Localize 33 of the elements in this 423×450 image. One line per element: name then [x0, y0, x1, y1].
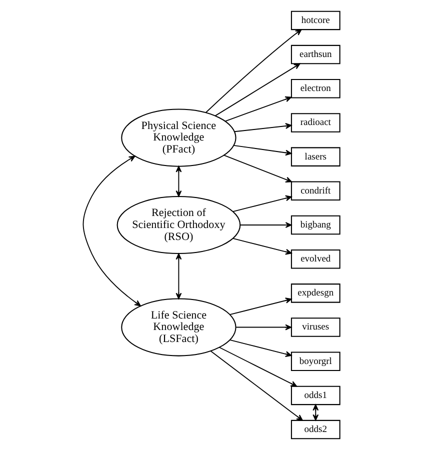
- node-ellipse: Physical Science Knowledge (PFact): [121, 108, 236, 167]
- arrow: [214, 63, 300, 116]
- arrow: [224, 154, 292, 182]
- node-box: evolved: [290, 249, 340, 269]
- arrow: [82, 156, 141, 306]
- arrow: [176, 253, 182, 300]
- node-box: boyorgrl: [290, 352, 340, 371]
- arrow: [210, 350, 303, 421]
- arrow: [218, 346, 298, 387]
- node-box: radioact: [290, 113, 340, 132]
- arrow: [224, 96, 292, 122]
- arrow: [176, 166, 182, 197]
- arrow: [236, 324, 292, 330]
- node-box: viruses: [290, 318, 340, 337]
- node-box: bigbang: [290, 215, 340, 235]
- arrow: [312, 404, 319, 421]
- node-box: odds1: [290, 386, 340, 406]
- node-box: electron: [290, 79, 340, 98]
- arrow: [229, 298, 292, 316]
- arrow: [240, 222, 292, 228]
- node-box: expdesgn: [290, 284, 340, 303]
- node-box: odds2: [290, 420, 340, 440]
- node-box: condrift: [290, 181, 340, 201]
- node-box: hotcore: [290, 10, 340, 30]
- arrow: [234, 123, 292, 132]
- node-ellipse: Rejection of Scientific Orthodoxy (RSO): [116, 196, 241, 254]
- node-box: lasers: [290, 147, 340, 166]
- arrow: [233, 144, 292, 156]
- arrow: [232, 195, 292, 212]
- arrow: [229, 340, 292, 357]
- arrow: [205, 29, 302, 113]
- arrow: [232, 238, 292, 255]
- node-box: earthsun: [290, 44, 340, 64]
